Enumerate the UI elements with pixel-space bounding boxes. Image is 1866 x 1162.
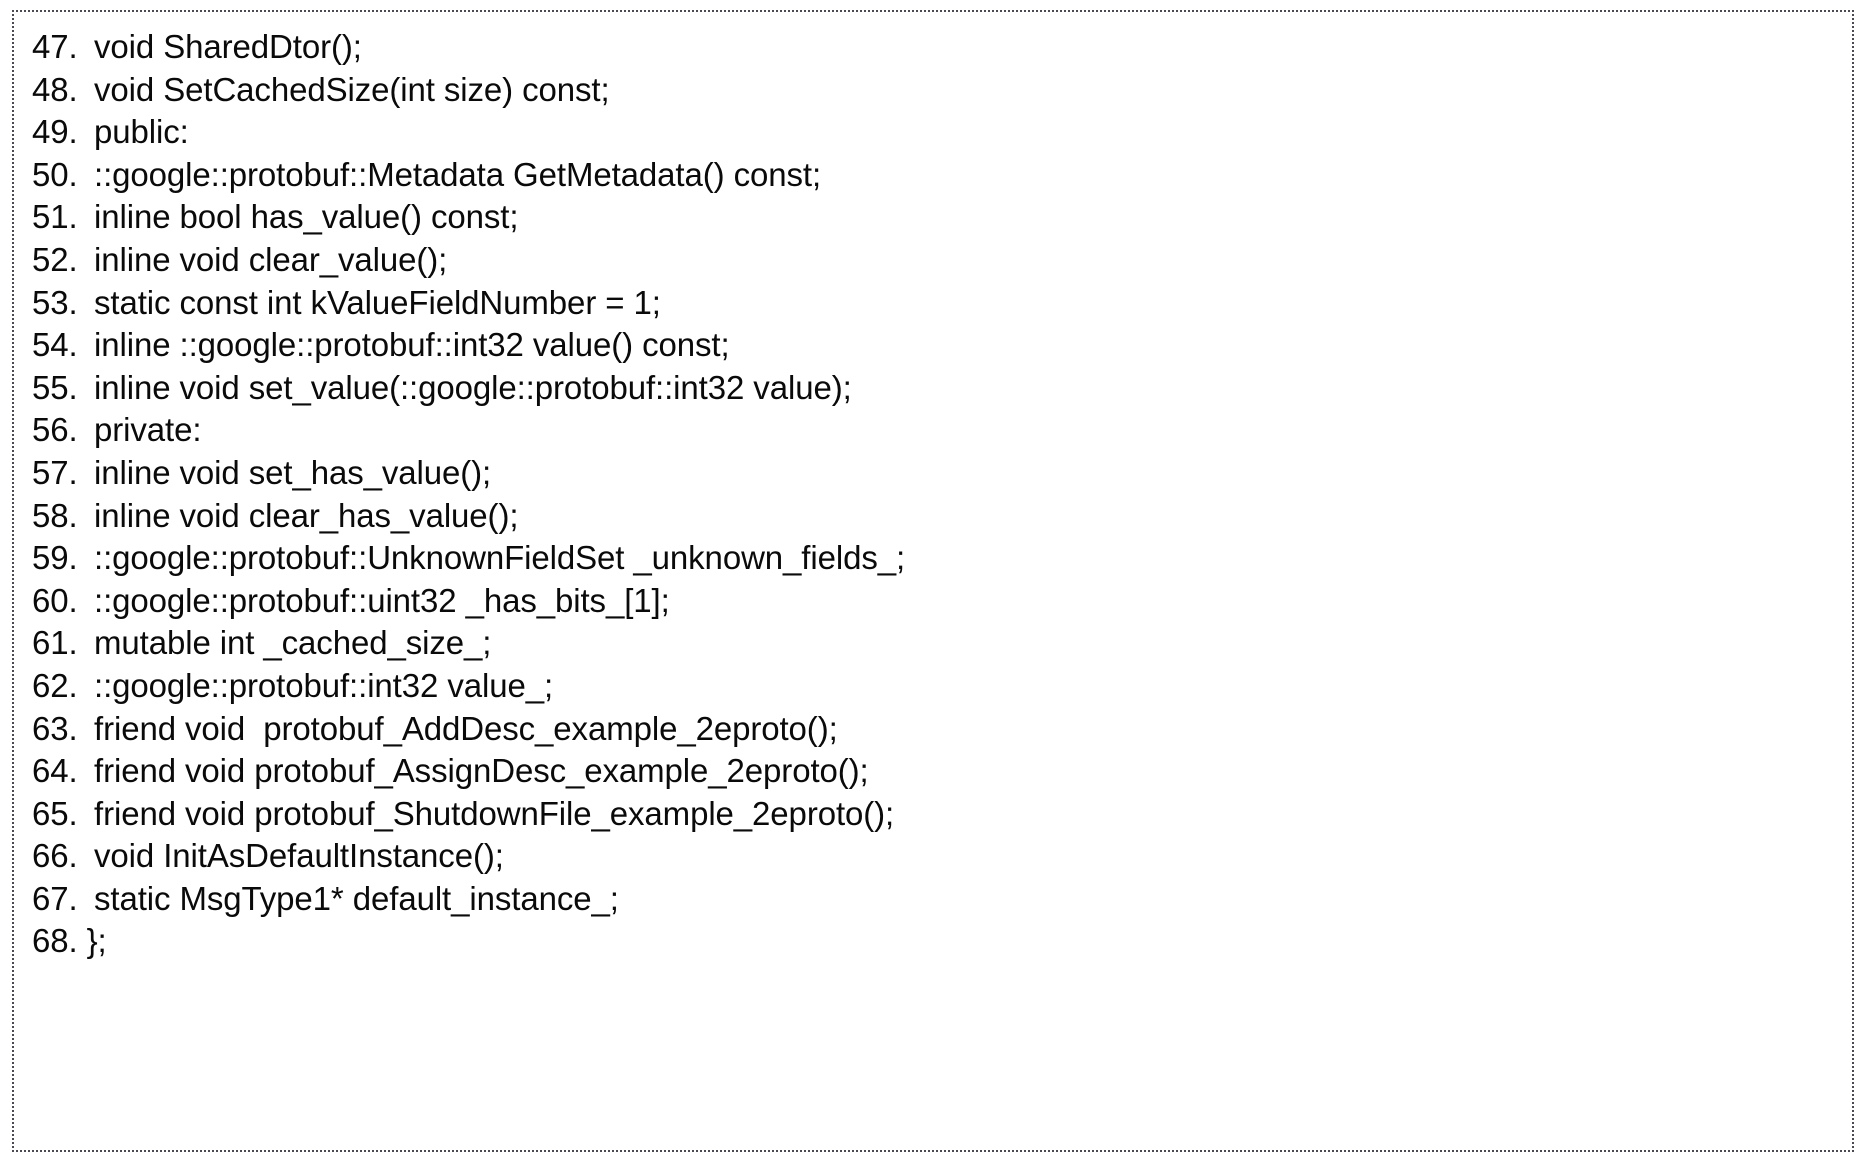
- line-number: 66.: [32, 837, 78, 875]
- line-number: 58.: [32, 496, 78, 534]
- code-line: 57. inline void set_has_value();: [32, 452, 1834, 495]
- line-code: inline bool has_value() const;: [94, 198, 519, 236]
- line-code: void InitAsDefaultInstance();: [94, 837, 504, 875]
- line-code: ::google::protobuf::uint32 _has_bits_[1]…: [94, 581, 670, 619]
- line-code: mutable int _cached_size_;: [94, 624, 492, 662]
- line-number: 67.: [32, 879, 78, 917]
- line-code: inline ::google::protobuf::int32 value()…: [94, 326, 730, 364]
- line-number: 59.: [32, 539, 78, 577]
- code-line: 61. mutable int _cached_size_;: [32, 622, 1834, 665]
- line-code: void SharedDtor();: [94, 28, 362, 65]
- line-number: 51.: [32, 198, 78, 236]
- code-line: 64. friend void protobuf_AssignDesc_examp…: [32, 750, 1834, 793]
- code-line: 59.::google::protobuf::UnknownFieldSet _…: [32, 537, 1834, 580]
- line-number: 56.: [32, 411, 78, 449]
- code-line: 67. static MsgType1* default_instance_;: [32, 878, 1834, 921]
- code-line: 68.};: [32, 920, 1834, 963]
- line-code: };: [86, 922, 107, 960]
- line-code: inline void set_has_value();: [94, 453, 492, 491]
- line-number: 50.: [32, 155, 78, 193]
- line-code: static const int kValueFieldNumber = 1;: [94, 283, 661, 321]
- line-number: 49.: [32, 113, 78, 151]
- line-code: ::google::protobuf::int32 value_;: [94, 666, 554, 704]
- line-number: 62.: [32, 666, 78, 704]
- code-line: 65. friend void protobuf_ShutdownFile_exa…: [32, 793, 1834, 836]
- line-number: 53.: [32, 283, 78, 321]
- code-line: 58. inline void clear_has_value();: [32, 495, 1834, 538]
- code-line: 63. friend void protobuf_AddDesc_example_…: [32, 708, 1834, 751]
- line-number: 64.: [32, 752, 78, 790]
- line-code: void SetCachedSize(int size) const;: [94, 70, 610, 108]
- code-line: 49. public:: [32, 111, 1834, 154]
- line-number: 54.: [32, 326, 78, 364]
- line-number: 52.: [32, 240, 78, 278]
- line-code: ::google::protobuf::UnknownFieldSet _unk…: [94, 539, 906, 577]
- line-number: 55.: [32, 368, 78, 406]
- line-number: 68.: [32, 922, 78, 960]
- line-number: 60.: [32, 581, 78, 619]
- line-code: friend void protobuf_AssignDesc_example_…: [94, 752, 869, 790]
- line-number: 65.: [32, 794, 78, 832]
- code-line: 52. inline void clear_value();: [32, 239, 1834, 282]
- code-listing: 47. void SharedDtor(); 48. void SetCachedSi…: [32, 26, 1834, 963]
- code-line: 53. static const int kValueFieldNumber = …: [32, 282, 1834, 325]
- line-code: public:: [94, 113, 189, 151]
- line-number: 61.: [32, 624, 78, 662]
- code-line: 60.::google::protobuf::uint32 _has_bits_…: [32, 580, 1834, 623]
- line-code: friend void protobuf_AddDesc_example_2ep…: [94, 709, 838, 747]
- line-number: 47.: [32, 28, 78, 65]
- code-line: 66. void InitAsDefaultInstance();: [32, 835, 1834, 878]
- line-code: inline void clear_has_value();: [94, 496, 519, 534]
- line-code: friend void protobuf_ShutdownFile_exampl…: [94, 794, 895, 832]
- line-number: 63.: [32, 709, 78, 747]
- code-line: 47. void SharedDtor();: [32, 26, 1834, 69]
- code-line: 62.::google::protobuf::int32 value_;: [32, 665, 1834, 708]
- line-code: inline void clear_value();: [94, 240, 448, 278]
- code-line: 55. inline void set_value(::google::proto…: [32, 367, 1834, 410]
- code-line: 50.::google::protobuf::Metadata GetMetad…: [32, 154, 1834, 197]
- line-number: 57.: [32, 453, 78, 491]
- code-line: 56. private:: [32, 409, 1834, 452]
- line-number: 48.: [32, 70, 78, 108]
- line-code: ::google::protobuf::Metadata GetMetadata…: [94, 155, 822, 193]
- line-code: static MsgType1* default_instance_;: [94, 879, 619, 917]
- line-code: inline void set_value(::google::protobuf…: [94, 368, 852, 406]
- line-code: private:: [94, 411, 202, 449]
- code-line: 54. inline ::google::protobuf::int32 valu…: [32, 324, 1834, 367]
- code-line: 48. void SetCachedSize(int size) const;: [32, 69, 1834, 112]
- code-line: 51. inline bool has_value() const;: [32, 196, 1834, 239]
- code-listing-figure: 47. void SharedDtor(); 48. void SetCachedSi…: [12, 10, 1854, 1152]
